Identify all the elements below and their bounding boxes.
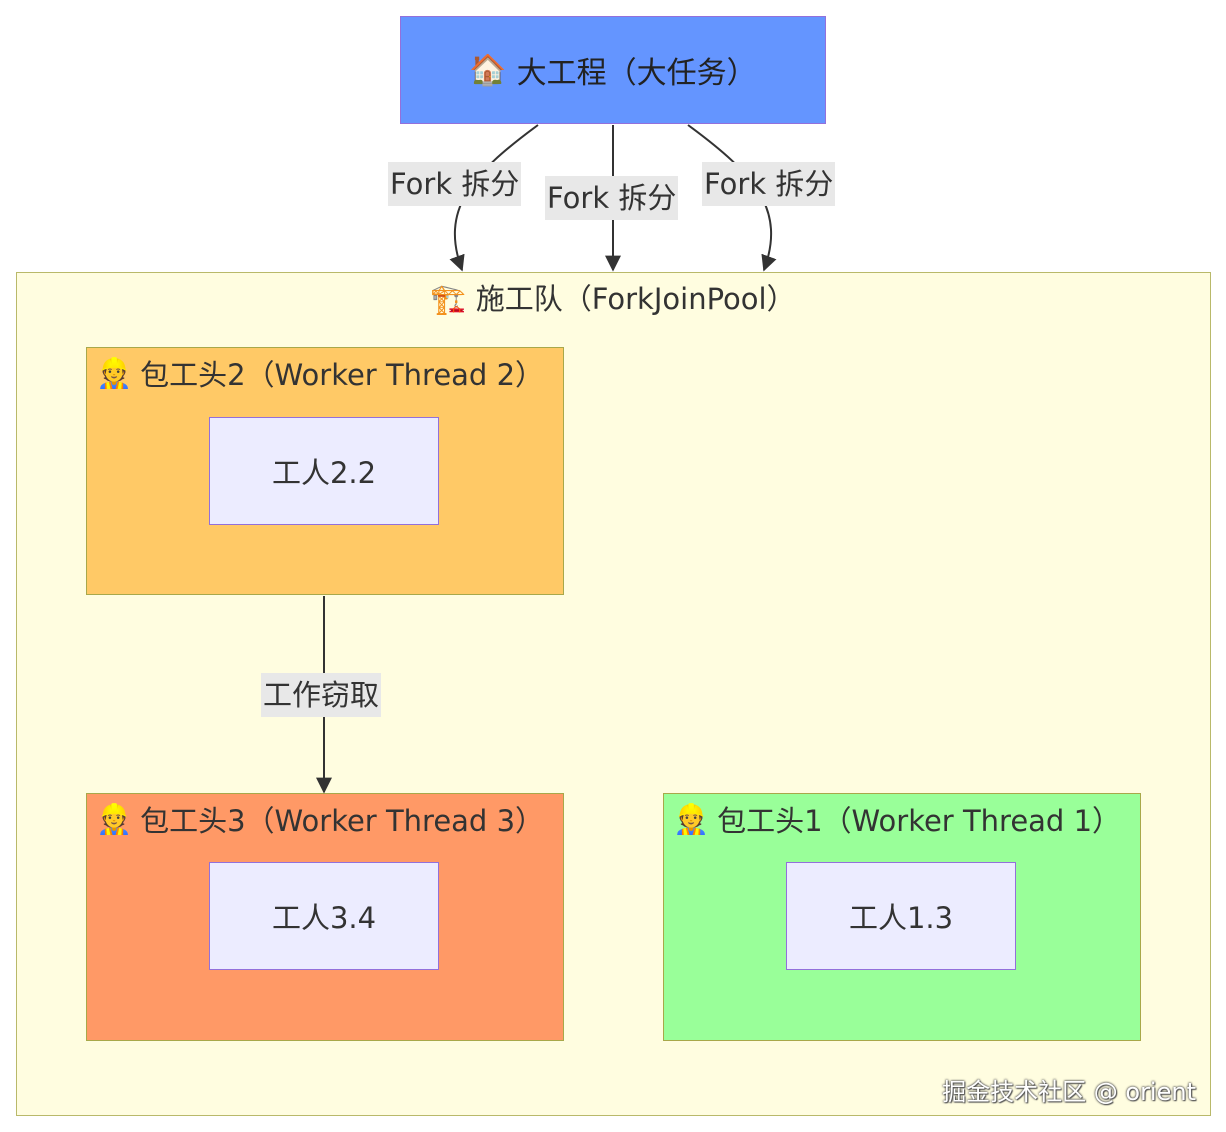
worker-icon: 👷 xyxy=(673,801,710,836)
worker-1-3-label: 工人1.3 xyxy=(848,901,954,935)
foreman-2-title: 👷 包工头2（Worker Thread 2） xyxy=(96,352,544,394)
worker-3-4-label: 工人3.4 xyxy=(271,901,377,935)
worker-icon: 👷 xyxy=(96,355,133,390)
construction-icon: 🏗️ xyxy=(430,282,467,316)
worker-2-2-node: 工人2.2 xyxy=(209,417,439,525)
worker-icon: 👷 xyxy=(96,801,133,836)
foreman-2-group xyxy=(86,347,564,595)
house-icon: 🏠 xyxy=(469,52,507,88)
watermark: 掘金技术社区 @ orient xyxy=(942,1078,1196,1106)
fork-label-middle: Fork 拆分 xyxy=(545,176,679,220)
pool-title: 🏗️ 施工队（ForkJoinPool） xyxy=(0,276,1226,318)
worker-2-2-label: 工人2.2 xyxy=(271,456,377,490)
fork-label-right: Fork 拆分 xyxy=(702,162,836,206)
foreman-3-label: 包工头3（Worker Thread 3） xyxy=(140,804,545,838)
worker-1-3-node: 工人1.3 xyxy=(786,862,1016,970)
worker-3-4-node: 工人3.4 xyxy=(209,862,439,970)
big-task-node: 🏠 大工程（大任务） xyxy=(400,16,826,124)
pool-label: 施工队（ForkJoinPool） xyxy=(475,282,796,316)
foreman-1-title: 👷 包工头1（Worker Thread 1） xyxy=(673,798,1121,840)
steal-label: 工作窃取 xyxy=(261,673,382,717)
big-task-label: 大工程（大任务） xyxy=(516,56,757,91)
fork-label-left: Fork 拆分 xyxy=(388,162,522,206)
foreman-1-label: 包工头1（Worker Thread 1） xyxy=(717,804,1122,838)
foreman-2-label: 包工头2（Worker Thread 2） xyxy=(140,358,545,392)
foreman-3-title: 👷 包工头3（Worker Thread 3） xyxy=(96,798,544,840)
